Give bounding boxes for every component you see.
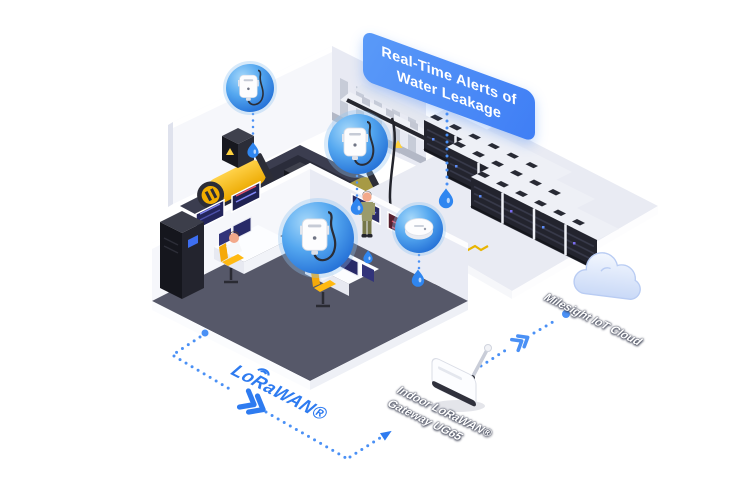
uplink-path — [172, 335, 202, 356]
sensor-callout-2 — [324, 110, 392, 178]
generator-control-box — [222, 128, 254, 168]
sensor-callout-3 — [278, 198, 358, 278]
lorawan-gateway-icon — [431, 344, 492, 412]
office-worker-seated — [219, 231, 244, 284]
worker-figure — [359, 191, 375, 238]
path-node-dot — [201, 329, 209, 337]
ceiling-mounted-sensor-icon — [404, 218, 434, 240]
cloud-path — [479, 348, 508, 368]
cloud-path — [532, 317, 560, 335]
lorawan-logo: LoRaWAN® — [226, 361, 332, 425]
server-cabinet — [160, 211, 204, 299]
arrowhead-icon — [380, 430, 392, 441]
desk-monitor — [362, 264, 374, 282]
path-node-dot — [562, 310, 570, 318]
uplink-path — [264, 410, 348, 460]
dotted-connections — [172, 112, 560, 460]
wall-screen — [231, 180, 261, 214]
iot-cloud-icon — [573, 252, 641, 300]
uplink-path — [348, 434, 385, 459]
lorawan-signal-arcs-icon — [257, 368, 270, 376]
sensor-callout-4 — [392, 202, 446, 256]
sensor-callout-1 — [223, 61, 277, 115]
uplink-path — [172, 354, 235, 393]
generator-icon — [197, 153, 274, 209]
warning-triangle-icon — [393, 140, 403, 148]
desk-monitor — [219, 228, 231, 246]
chevron-arrows-icon — [510, 330, 533, 353]
